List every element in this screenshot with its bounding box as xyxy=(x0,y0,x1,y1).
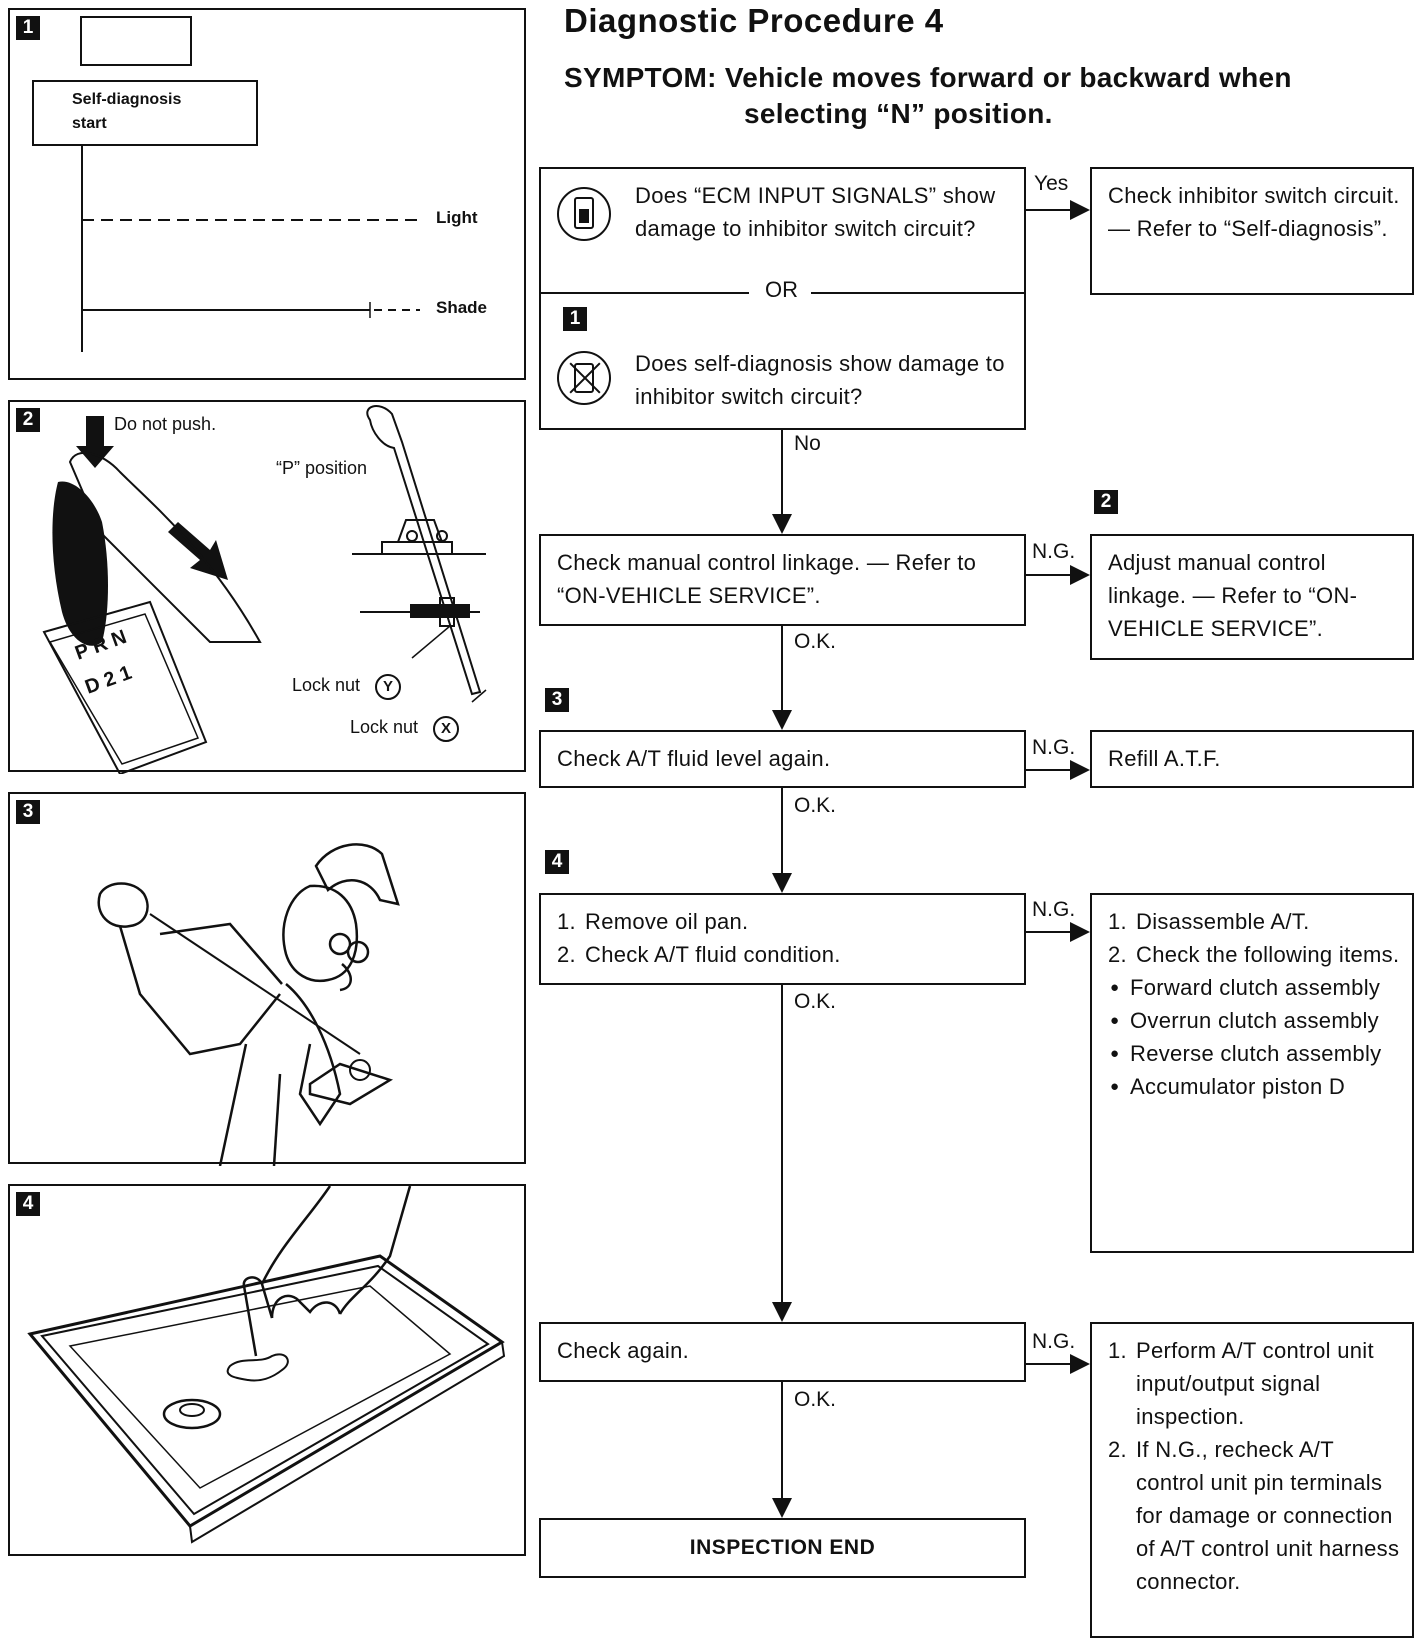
panel-fluid-check: 3 xyxy=(8,792,526,1166)
question-box: Does “ECM INPUT SIGNALS” show damage to … xyxy=(539,167,1026,430)
fluid-condition-check: 1.Remove oil pan. 2.Check A/T fluid cond… xyxy=(539,893,1026,985)
lock-nut-y-label: Lock nut Y xyxy=(292,674,402,700)
step2-badge: 2 xyxy=(1094,490,1118,514)
no-label: No xyxy=(794,432,821,455)
lock-nut-x-label: Lock nut X xyxy=(350,716,460,742)
svg-text:D 2 1: D 2 1 xyxy=(82,662,134,699)
fluid-level-text: Check A/T fluid level again. xyxy=(557,746,831,771)
oil-pan-illustration xyxy=(27,1186,506,1544)
manual-linkage-text: Check manual control linkage. — Refer to… xyxy=(557,550,977,608)
self-diagnosis-start-label: Self-diagnosis start xyxy=(72,91,182,132)
timing-diagram xyxy=(81,146,420,352)
step3-ok-label: O.K. xyxy=(794,794,837,817)
self-diagnosis-start-box: Self-diagnosis start xyxy=(32,80,258,146)
symptom-line-1: SYMPTOM: Vehicle moves forward or backwa… xyxy=(564,62,1292,93)
panel-badge-4: 4 xyxy=(16,1192,40,1216)
x-mark: X xyxy=(433,716,460,742)
question-self-diagnosis: Does self-diagnosis show damage to inhib… xyxy=(635,351,1005,409)
lock-nut-y-text: Lock nut xyxy=(292,675,361,695)
step5-ng-label: N.G. xyxy=(1032,1330,1076,1353)
check-item-reverse-clutch: Reverse clutch assembly xyxy=(1108,1037,1400,1070)
fluid-level-check: Check A/T fluid level again. xyxy=(539,730,1026,788)
mechanic-illustration xyxy=(97,843,400,1166)
step3-badge: 3 xyxy=(545,688,569,712)
control-unit-item-1: 1.Perform A/T control unit input/output … xyxy=(1108,1338,1374,1429)
inhibitor-switch-result: Check inhibitor switch circuit. — Refer … xyxy=(1090,167,1414,295)
question-badge-1: 1 xyxy=(563,307,587,331)
refill-atf-result: Refill A.T.F. xyxy=(1090,730,1414,788)
control-unit-result: 1.Perform A/T control unit input/output … xyxy=(1090,1322,1414,1638)
check-again-box: Check again. xyxy=(539,1322,1026,1382)
self-diagnosis-icon xyxy=(557,351,611,405)
step2-ng-label: N.G. xyxy=(1032,540,1076,563)
shade-label: Shade xyxy=(436,298,488,317)
ecm-signals-icon xyxy=(557,187,611,241)
lock-nut-x-text: Lock nut xyxy=(350,717,419,737)
step5-ok-label: O.K. xyxy=(794,1388,837,1411)
check-item-overrun-clutch: Overrun clutch assembly xyxy=(1108,1004,1400,1037)
inspection-end-text: INSPECTION END xyxy=(689,1536,876,1559)
refill-atf-text: Refill A.T.F. xyxy=(1108,746,1221,771)
question-ecm-input: Does “ECM INPUT SIGNALS” show damage to … xyxy=(635,183,996,241)
blank-indicator-box xyxy=(80,16,192,66)
yes-label: Yes xyxy=(1034,172,1069,195)
or-label: OR xyxy=(765,277,798,303)
symptom-line-2: selecting “N” position. xyxy=(744,98,1053,129)
step2-ok-label: O.K. xyxy=(794,630,837,653)
adjust-linkage-result: Adjust manual control linkage. — Refer t… xyxy=(1090,534,1414,660)
panel-oil-pan: 4 xyxy=(8,1184,526,1556)
check-item-accumulator: Accumulator piston D xyxy=(1108,1070,1400,1103)
step4-item-2: 2.Check A/T fluid condition. xyxy=(557,942,841,967)
step4-ng-label: N.G. xyxy=(1032,898,1076,921)
step3-ng-label: N.G. xyxy=(1032,736,1076,759)
do-not-push-label: Do not push. xyxy=(114,414,217,434)
panel-badge-2: 2 xyxy=(16,408,40,432)
adjust-linkage-text: Adjust manual control linkage. — Refer t… xyxy=(1108,550,1358,641)
panel-self-diagnosis: 1 Self-diagnosis start Light Shade xyxy=(8,8,526,380)
inspection-end-box: INSPECTION END xyxy=(539,1518,1026,1578)
manual-linkage-check: Check manual control linkage. — Refer to… xyxy=(539,534,1026,626)
step4-badge: 4 xyxy=(545,850,569,874)
inhibitor-switch-text: Check inhibitor switch circuit. — Refer … xyxy=(1108,183,1400,241)
light-label: Light xyxy=(436,208,478,227)
disassemble-item-1: 1.Disassemble A/T. xyxy=(1108,909,1310,934)
disassemble-result: 1.Disassemble A/T. 2.Check the following… xyxy=(1090,893,1414,1253)
p-position-label: “P” position xyxy=(276,458,368,478)
disassemble-item-2: 2.Check the following items. xyxy=(1108,942,1400,967)
panel-shift-lever: 2 Do not push. “P” position Lock nut Y L… xyxy=(8,400,526,774)
page-title: Diagnostic Procedure 4 xyxy=(564,2,944,39)
shift-lever-illustration: P R N D 2 1 xyxy=(42,405,487,774)
step4-item-1: 1.Remove oil pan. xyxy=(557,909,749,934)
y-mark: Y xyxy=(375,674,402,700)
step4-ok-label: O.K. xyxy=(794,990,837,1013)
panel-badge-1: 1 xyxy=(16,16,40,40)
check-item-forward-clutch: Forward clutch assembly xyxy=(1108,971,1400,1004)
panel-badge-3: 3 xyxy=(16,800,40,824)
control-unit-item-2: 2.If N.G., recheck A/T control unit pin … xyxy=(1108,1437,1400,1594)
check-again-text: Check again. xyxy=(557,1338,690,1363)
